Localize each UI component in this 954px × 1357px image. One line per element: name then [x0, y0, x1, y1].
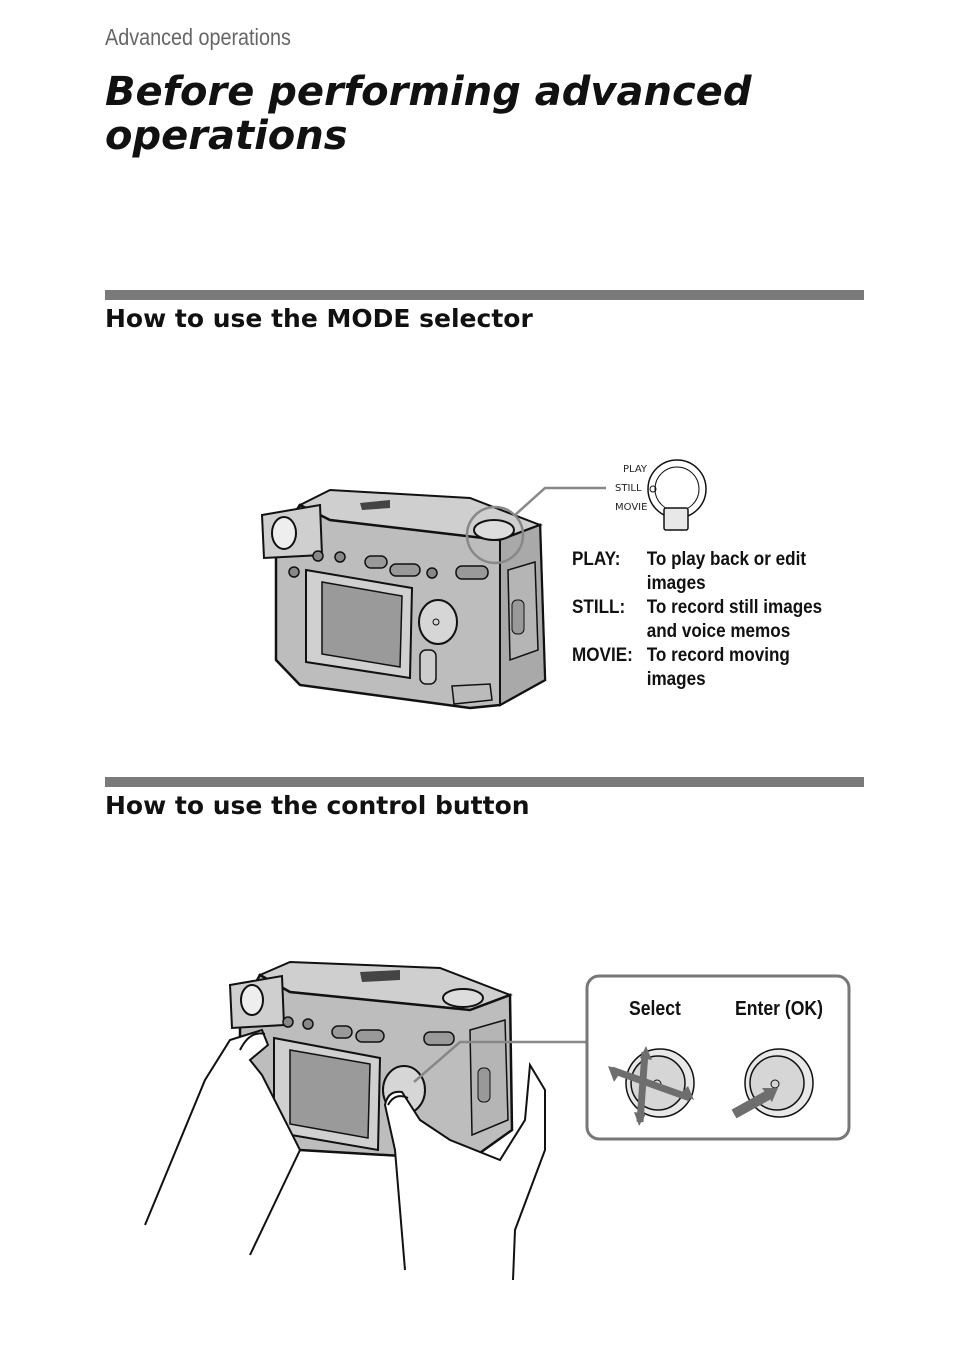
mode-key: PLAY: — [572, 549, 621, 570]
section-rule-control — [105, 777, 864, 787]
control-button-heading: How to use the control button — [105, 791, 530, 820]
mode-selector-heading: How to use the MODE selector — [105, 304, 533, 333]
page-title: Before performing advanced operations — [105, 69, 752, 159]
mode-desc: To record still images and voice memos — [646, 597, 823, 642]
dial-label-still: STILL — [615, 483, 642, 494]
mode-desc: To record moving images — [646, 645, 790, 690]
mode-row-movie: MOVIE: To record moving images — [572, 644, 836, 692]
select-label: Select — [629, 998, 681, 1020]
section-label: Advanced operations — [105, 24, 291, 50]
dial-label-play: PLAY — [623, 464, 648, 475]
mode-desc: To play back or edit images — [646, 549, 807, 594]
dial-label-movie: MOVIE — [615, 502, 648, 513]
section-rule-mode — [105, 290, 864, 300]
mode-row-play: PLAY: To play back or edit images — [572, 548, 836, 596]
enter-ok-label: Enter (OK) — [735, 998, 823, 1020]
mode-row-still: STILL: To record still images and voice … — [572, 596, 836, 644]
mode-key: MOVIE: — [572, 645, 633, 666]
mode-key: STILL: — [572, 597, 626, 618]
mode-description-table: PLAY: To play back or edit images STILL:… — [572, 548, 836, 692]
